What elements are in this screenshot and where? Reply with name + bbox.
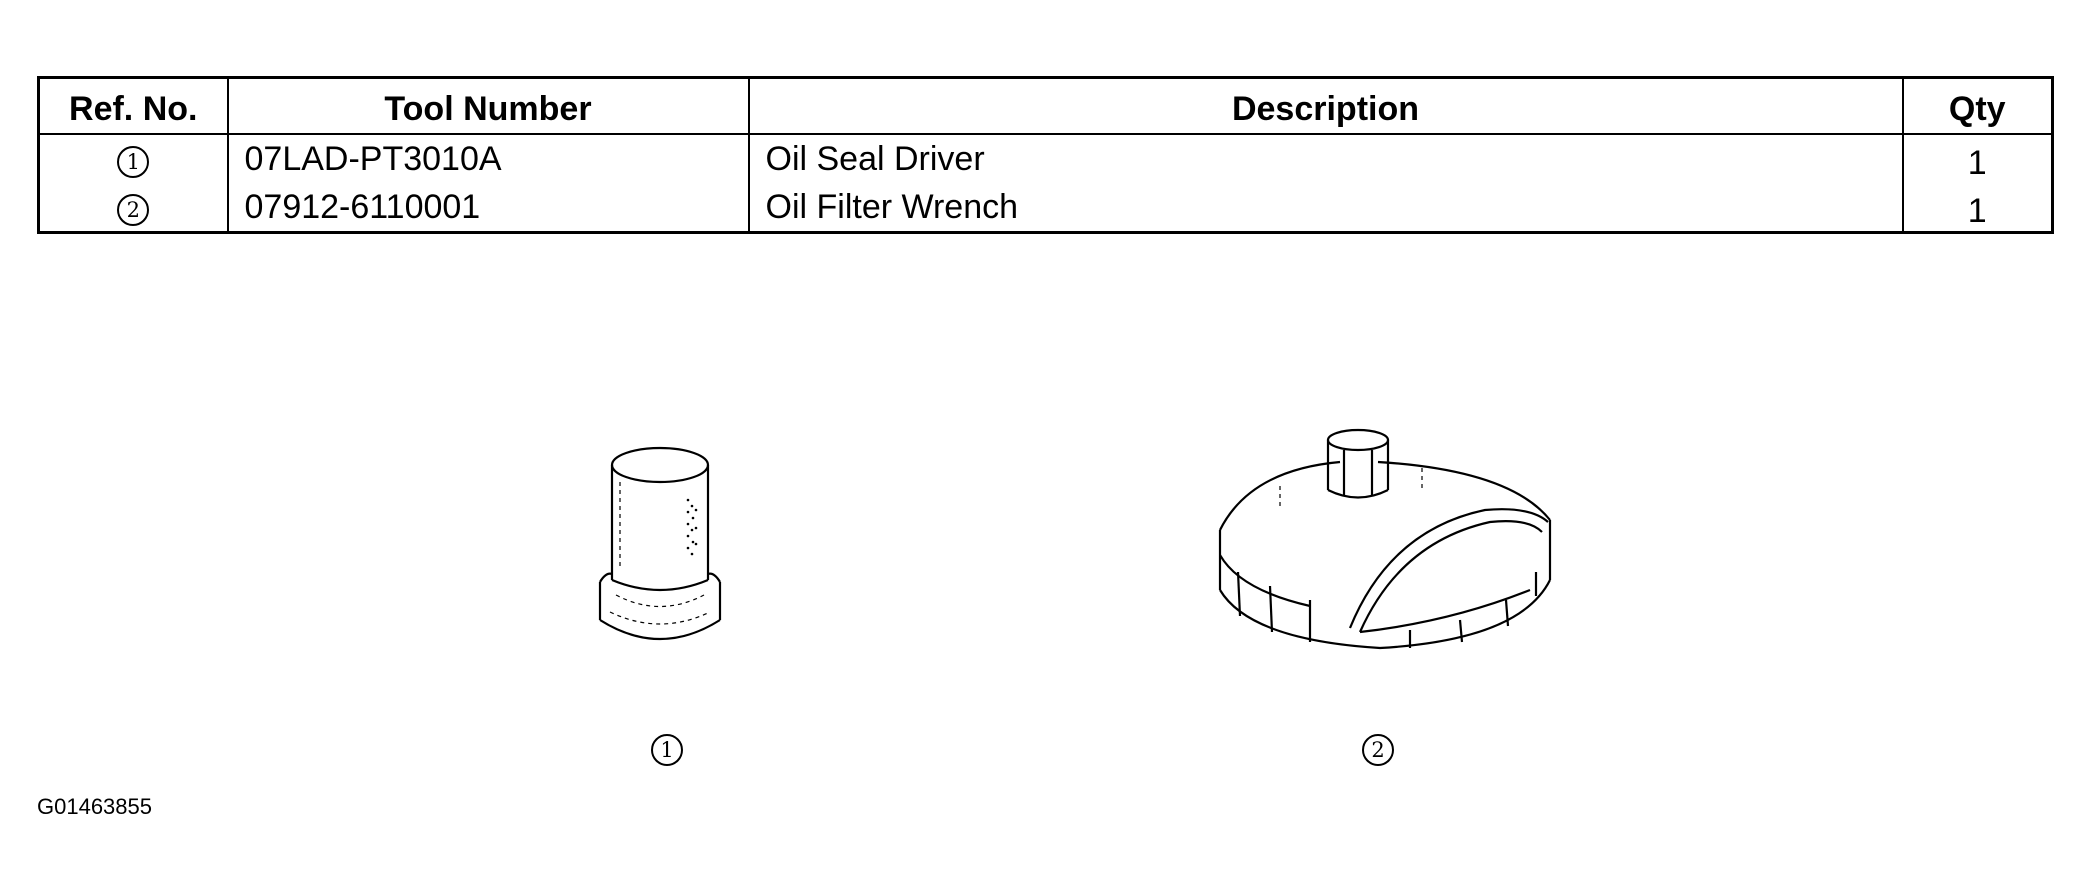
figure-2-label: 2	[1362, 734, 1394, 766]
qty-cell: 1	[1901, 183, 2054, 233]
table-row: 1 07LAD-PT3010A Oil Seal Driver 1	[37, 134, 2054, 183]
ref-cell: 1	[37, 134, 229, 183]
description-cell: Oil Filter Wrench	[747, 183, 1904, 233]
header-qty: Qty	[1901, 77, 2054, 135]
qty-cell: 1	[1901, 134, 2054, 183]
document-code: G01463855	[37, 794, 152, 819]
ref-number-badge: 2	[117, 193, 150, 226]
special-tools-table: Ref. No. Tool Number Description Qty 1 0…	[37, 76, 2054, 234]
table-header-row: Ref. No. Tool Number Description Qty	[37, 77, 2054, 135]
tool-number-cell: 07912-6110001	[226, 183, 750, 233]
tool-number-cell: 07LAD-PT3010A	[226, 134, 750, 183]
ref-number-badge: 1	[117, 145, 150, 178]
description-cell: Oil Seal Driver	[747, 134, 1904, 183]
oil-seal-driver-illustration	[598, 446, 722, 641]
figure-number-badge: 1	[651, 734, 683, 766]
ref-cell: 2	[37, 183, 229, 233]
figure-1-label: 1	[651, 734, 683, 766]
header-tool-number: Tool Number	[226, 77, 750, 135]
header-ref-no: Ref. No.	[37, 77, 229, 135]
table-row: 2 07912-6110001 Oil Filter Wrench 1	[37, 183, 2054, 233]
figure-number-badge: 2	[1362, 734, 1394, 766]
header-description: Description	[747, 77, 1904, 135]
oil-filter-wrench-illustration	[1218, 428, 1552, 650]
